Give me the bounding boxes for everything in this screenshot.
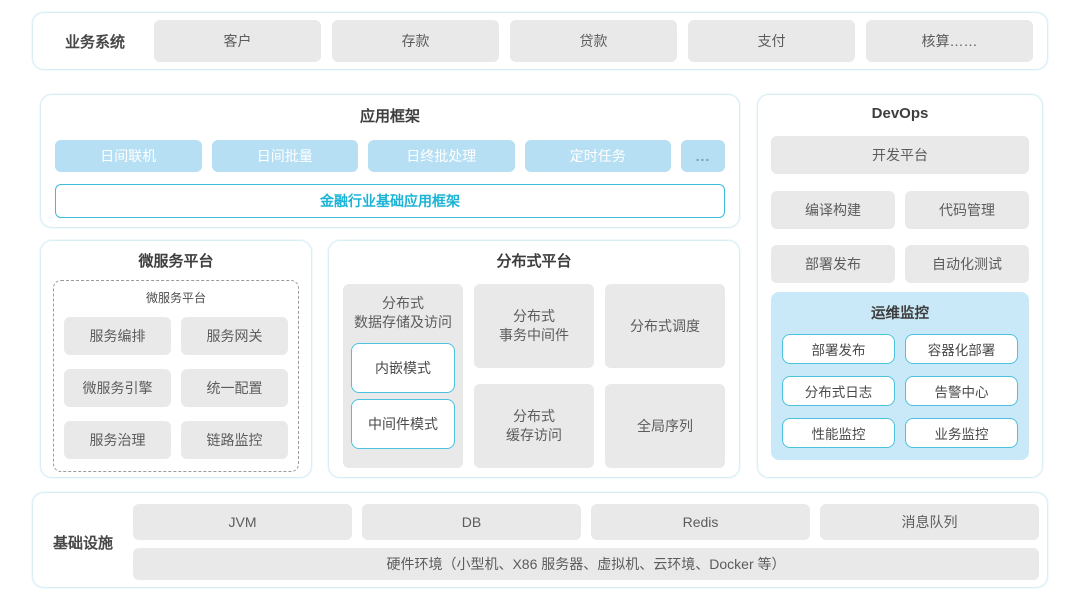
biz-item-accounting: 核算…… [866,20,1033,62]
ops-monitoring-grid: 部署发布 容器化部署 分布式日志 告警中心 性能监控 业务监控 [782,334,1018,448]
base-framework-banner: 金融行业基础应用框架 [55,184,725,218]
ms-service-governance: 服务治理 [64,421,171,459]
dev-platform-box: 开发平台 [771,136,1029,174]
distributed-grid: 分布式 数据存储及访问 内嵌模式 中间件模式 分布式 事务中间件 分布式调度 分… [343,284,725,468]
biz-item-customer: 客户 [154,20,321,62]
module-scheduled-tasks: 定时任务 [524,140,671,172]
tool-deploy-release: 部署发布 [771,245,895,283]
ms-trace-monitoring: 链路监控 [181,421,288,459]
microservice-grid: 服务编排 服务网关 微服务引擎 统一配置 服务治理 链路监控 [64,317,288,459]
hardware-environment-box: 硬件环境（小型机、X86 服务器、虚拟机、云环境、Docker 等） [133,548,1039,580]
infra-redis: Redis [591,504,810,540]
infrastructure-content: JVM DB Redis 消息队列 硬件环境（小型机、X86 服务器、虚拟机、云… [133,504,1039,580]
tool-code-management: 代码管理 [905,191,1029,229]
monitor-alert-center: 告警中心 [905,376,1018,406]
dist-transaction-middleware: 分布式 事务中间件 [474,284,594,368]
module-more-ellipsis: ... [681,140,725,172]
distributed-storage-box: 分布式 数据存储及访问 内嵌模式 中间件模式 [343,284,463,468]
biz-item-payment: 支付 [688,20,855,62]
microservice-inner-title: 微服务平台 [145,291,206,305]
biz-item-loan: 贷款 [510,20,677,62]
tool-build: 编译构建 [771,191,895,229]
mode-embedded: 内嵌模式 [351,342,455,393]
devops-tools: 编译构建 代码管理 部署发布 自动化测试 [771,191,1029,283]
business-systems-section: 业务系统 客户 存款 贷款 支付 核算…… [32,12,1048,70]
app-framework-section: 应用框架 日间联机 日间批量 日终批处理 定时任务 ... 金融行业基础应用框架 [40,94,740,228]
dist-cache-access: 分布式 缓存访问 [474,384,594,468]
devops-title: DevOps [871,105,929,122]
ms-unified-config: 统一配置 [181,369,288,407]
microservice-inner-group: 微服务平台 服务编排 服务网关 微服务引擎 统一配置 服务治理 链路监控 [53,280,299,472]
monitor-performance: 性能监控 [782,418,895,448]
infra-message-queue: 消息队列 [820,504,1039,540]
devops-section: DevOps 开发平台 编译构建 代码管理 部署发布 自动化测试 运维监控 部署… [757,94,1043,478]
dist-global-sequence: 全局序列 [605,384,725,468]
ms-service-gateway: 服务网关 [181,317,288,355]
biz-item-deposit: 存款 [332,20,499,62]
monitor-deploy-release: 部署发布 [782,334,895,364]
microservice-platform-section: 微服务平台 微服务平台 服务编排 服务网关 微服务引擎 统一配置 服务治理 链路… [40,240,312,478]
module-daytime-online: 日间联机 [55,140,202,172]
monitor-container-deploy: 容器化部署 [905,334,1018,364]
business-systems-label: 业务系统 [64,33,125,51]
infrastructure-section: 基础设施 JVM DB Redis 消息队列 硬件环境（小型机、X86 服务器、… [32,492,1048,588]
ms-microservice-engine: 微服务引擎 [64,369,171,407]
infra-jvm: JVM [133,504,352,540]
mode-middleware: 中间件模式 [351,398,455,449]
infrastructure-label: 基础设施 [52,534,113,552]
dist-scheduling: 分布式调度 [605,284,725,368]
ops-monitoring-title: 运维监控 [871,306,929,322]
monitor-distributed-logs: 分布式日志 [782,376,895,406]
ms-service-orchestration: 服务编排 [64,317,171,355]
app-framework-modules: 日间联机 日间批量 日终批处理 定时任务 ... [55,140,725,172]
infra-db: DB [362,504,581,540]
app-framework-title: 应用框架 [359,108,420,125]
distributed-storage-label: 分布式 数据存储及访问 [354,295,452,330]
distributed-platform-title: 分布式平台 [496,253,572,270]
ops-monitoring-panel: 运维监控 部署发布 容器化部署 分布式日志 告警中心 性能监控 业务监控 [771,292,1029,460]
module-eod-batch: 日终批处理 [368,140,515,172]
infrastructure-row: JVM DB Redis 消息队列 [133,504,1039,540]
tool-automated-testing: 自动化测试 [905,245,1029,283]
module-daytime-batch: 日间批量 [211,140,358,172]
distributed-platform-section: 分布式平台 分布式 数据存储及访问 内嵌模式 中间件模式 分布式 事务中间件 分… [328,240,740,478]
microservice-platform-title: 微服务平台 [138,253,214,270]
monitor-business: 业务监控 [905,418,1018,448]
